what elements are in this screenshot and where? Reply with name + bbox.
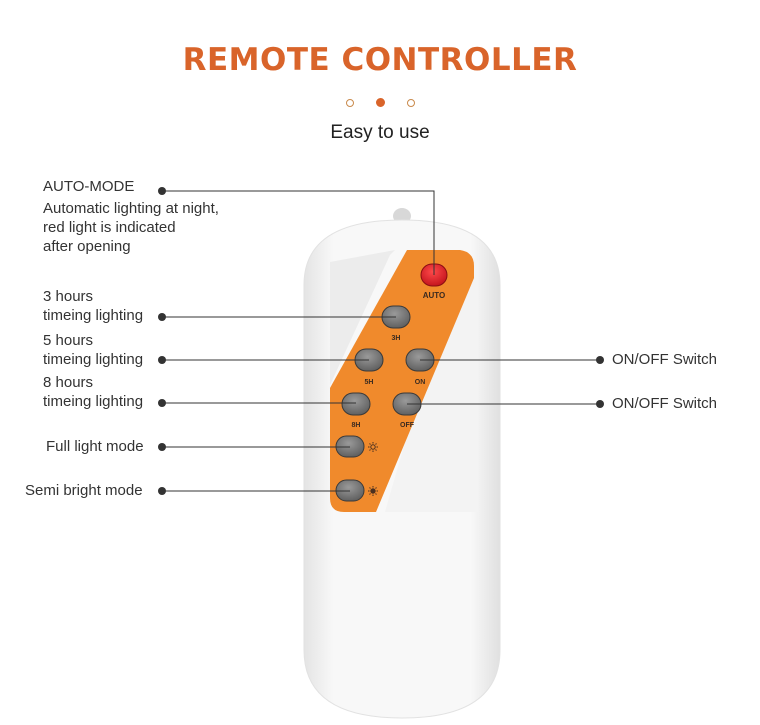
auto-mode-leader	[162, 190, 435, 275]
dot-1	[345, 98, 354, 107]
3h-label-line2: timeing lighting	[43, 307, 144, 324]
off-dot	[596, 400, 604, 408]
orange-button-panel	[330, 250, 474, 512]
page-title: REMOTE CONTROLLER	[182, 42, 578, 78]
half-sun-icon	[368, 486, 378, 496]
8h-label-line2: timeing lighting	[43, 393, 144, 410]
semi-bright-label: Semi bright mode	[25, 482, 143, 499]
8h-button-label: 8H	[352, 422, 361, 429]
auto-mode-desc-3: after opening	[43, 238, 131, 255]
on-button-label: ON	[415, 379, 426, 386]
5h-label-line2: timeing lighting	[43, 351, 144, 368]
full-light-dot	[158, 443, 166, 451]
page-subtitle: Easy to use	[330, 122, 430, 143]
3h-dot	[158, 313, 166, 321]
face-panel-left	[330, 250, 395, 385]
5h-dot	[158, 356, 166, 364]
auto-mode-title: AUTO-MODE	[43, 178, 135, 195]
carousel-dots	[0, 94, 760, 112]
semi-bright-dot	[158, 487, 166, 495]
auto-button-label: AUTO	[423, 291, 446, 300]
auto-mode-desc-1: Automatic lighting at night,	[43, 200, 219, 217]
sun-icon	[368, 442, 378, 452]
dot-2-active	[375, 98, 385, 108]
on-off-label-2: ON/OFF Switch	[612, 395, 718, 412]
5h-button-label: 5H	[365, 379, 374, 386]
auto-mode-desc-2: red light is indicated	[43, 219, 176, 236]
8h-label-line1: 8 hours	[43, 374, 94, 391]
3h-label-line1: 3 hours	[43, 288, 94, 305]
dot-3	[406, 98, 415, 107]
8h-button[interactable]	[341, 392, 371, 416]
5h-label-line1: 5 hours	[43, 332, 94, 349]
on-off-label-1: ON/OFF Switch	[612, 351, 718, 368]
on-dot	[596, 356, 604, 364]
full-light-label: Full light mode	[46, 438, 144, 455]
auto-mode-dot	[158, 187, 166, 195]
off-button-label: OFF	[400, 422, 415, 429]
8h-dot	[158, 399, 166, 407]
3h-button-label: 3H	[392, 335, 401, 342]
